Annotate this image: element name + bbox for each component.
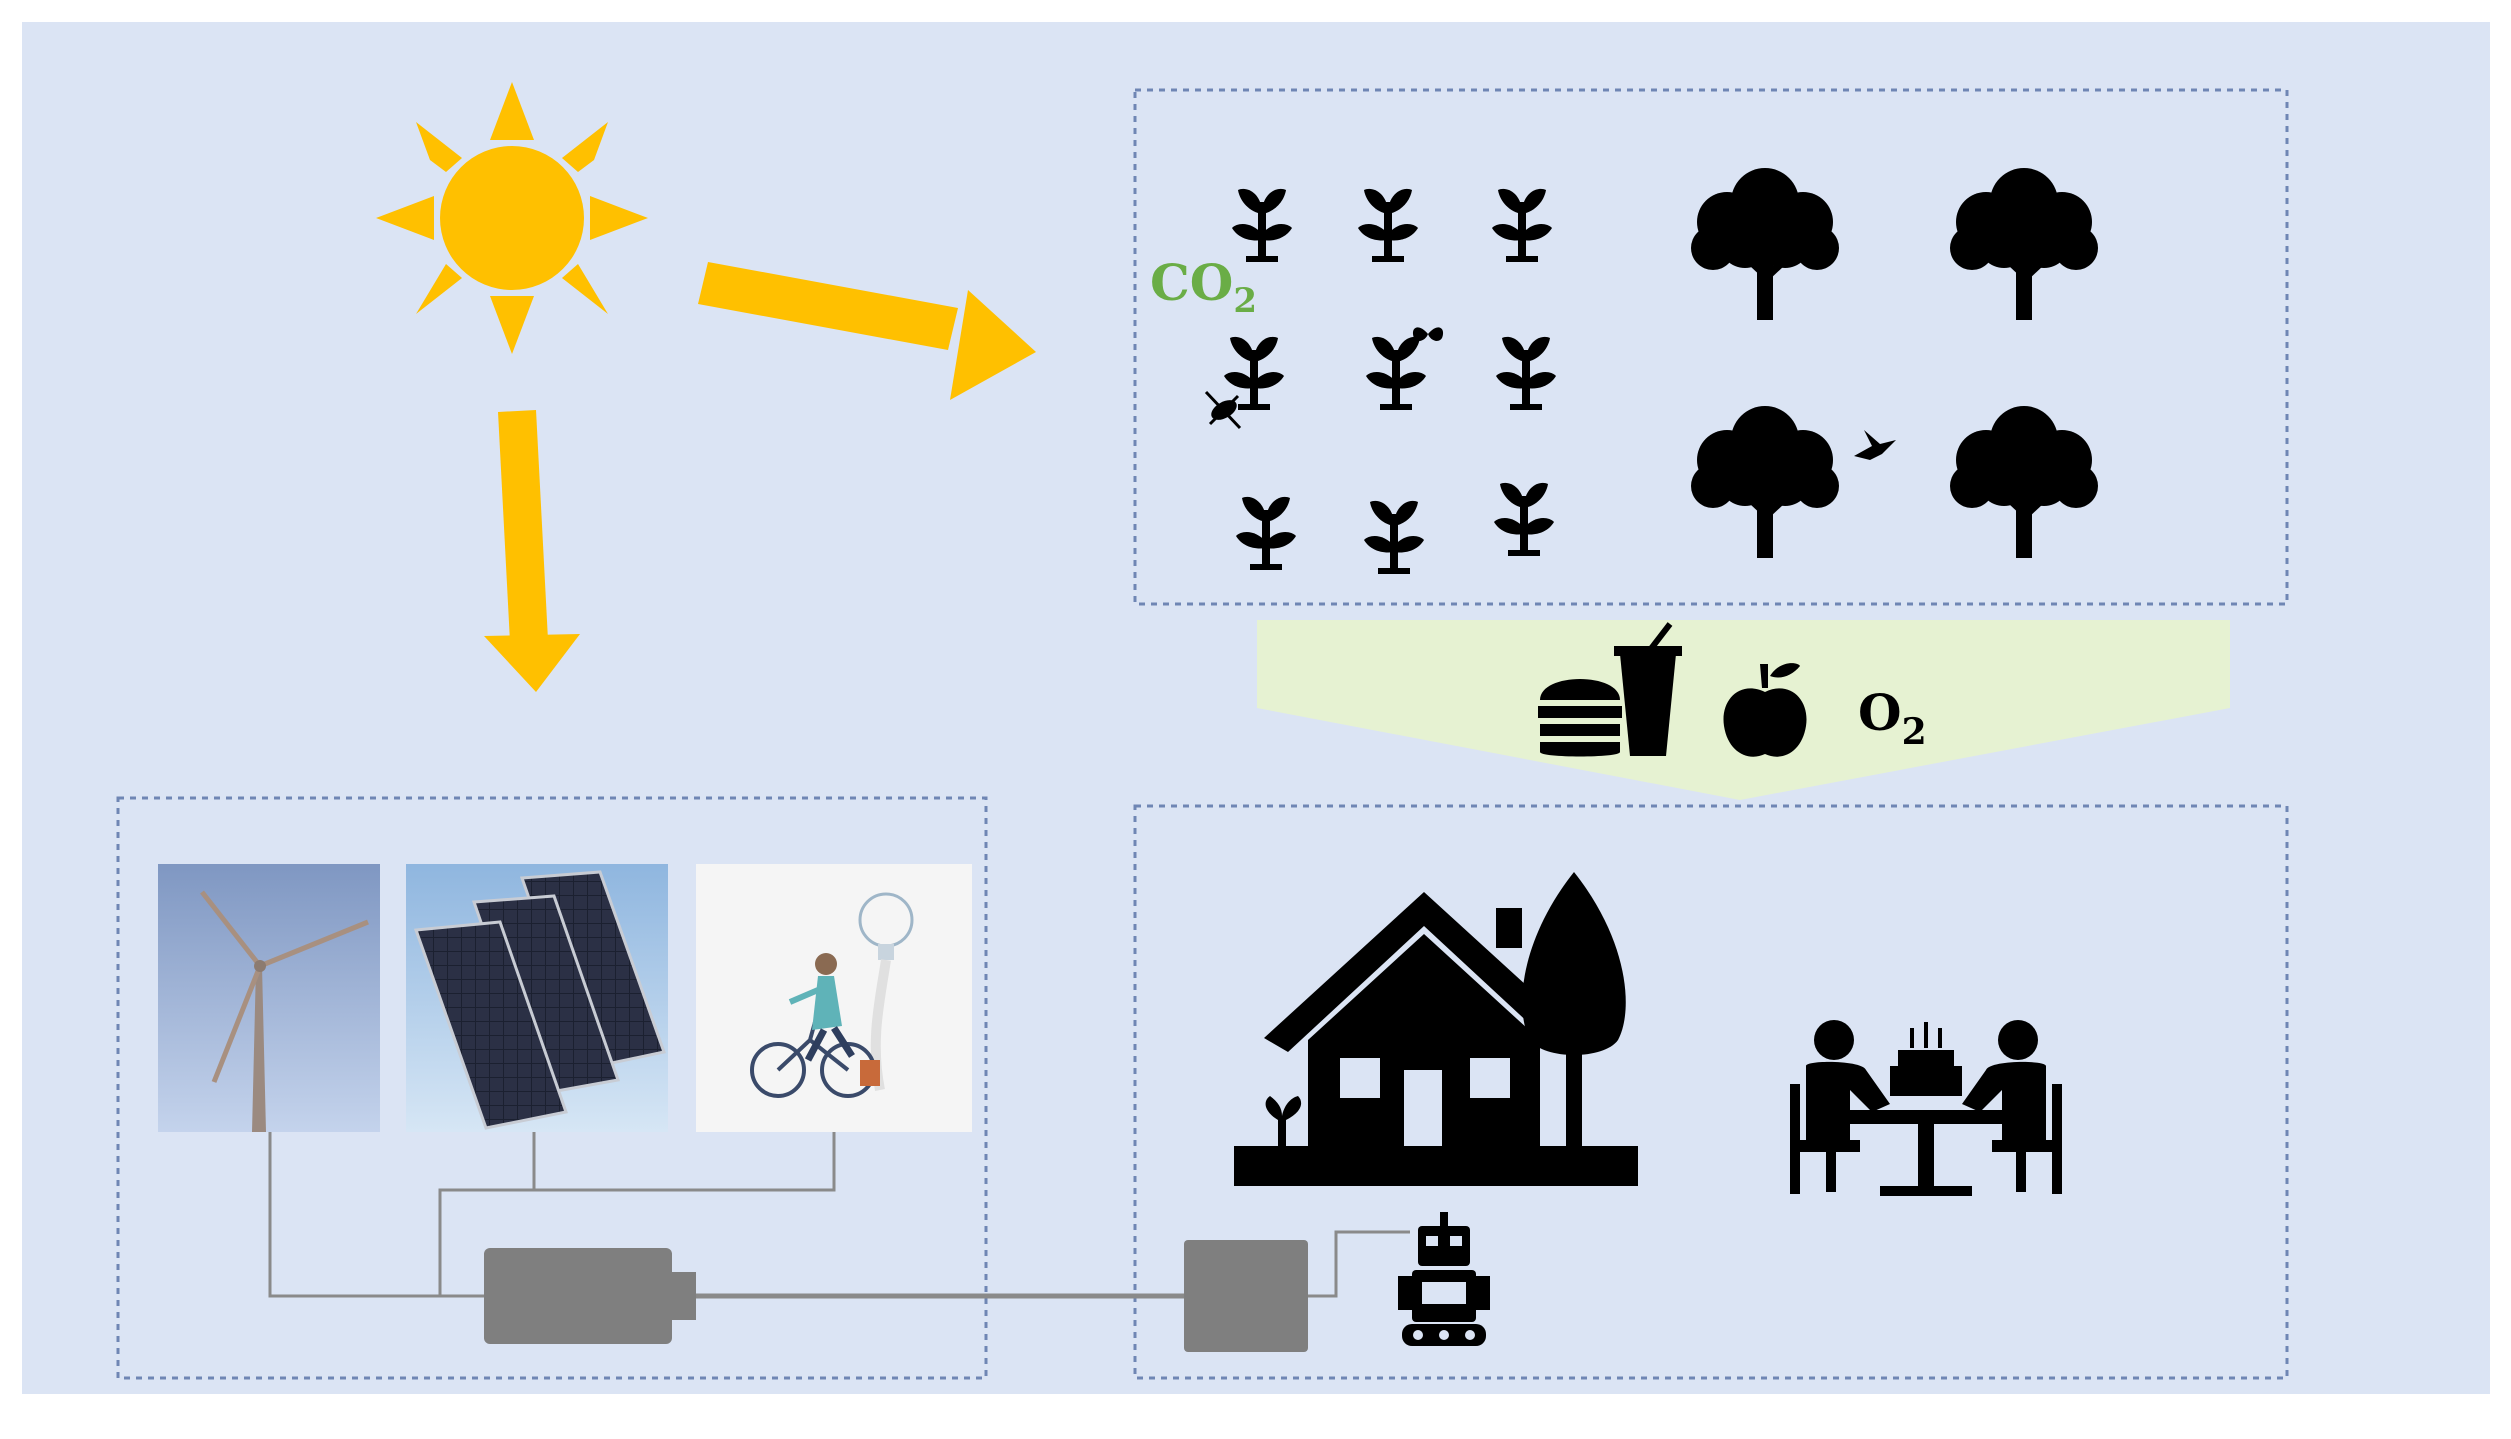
bicycle-generator-picture [696, 864, 972, 1132]
power-wiring [268, 1132, 836, 1298]
ecosystem-box [1133, 88, 2289, 606]
sunlight-arrow-to-energy [484, 410, 580, 692]
apple-icon [1723, 663, 1807, 757]
bird-icon [1854, 430, 1896, 460]
o2-subscript: 2 [1902, 711, 1927, 753]
o2-main: O [1858, 683, 1902, 742]
renewable-energy-box [116, 796, 988, 1380]
svg-text:O2: O2 [1858, 683, 1927, 753]
battery-icon [484, 1248, 696, 1344]
sun-icon [376, 82, 648, 354]
butterfly-icon [1412, 327, 1444, 341]
sunlight-arrow-to-plants [698, 262, 1036, 400]
co2-main: CO [1150, 253, 1233, 312]
co2-label: CO2 [1150, 253, 1257, 321]
house-with-tree-icon [1234, 872, 1638, 1186]
human-life-box [1133, 804, 2289, 1380]
insect-icon [1204, 390, 1242, 430]
wind-turbine-picture [158, 864, 380, 1132]
svg-text:CO2: CO2 [1150, 253, 1257, 321]
robot-wire [1308, 1230, 1410, 1298]
fast-food-icon [1538, 622, 1682, 757]
solar-panel-picture [406, 864, 668, 1132]
robot-icon [1398, 1212, 1490, 1346]
o2-label: O2 [1858, 683, 1927, 753]
people-dining-icon [1790, 1020, 2062, 1196]
co2-subscript: 2 [1233, 281, 1257, 321]
converter-box-icon [1184, 1240, 1308, 1352]
